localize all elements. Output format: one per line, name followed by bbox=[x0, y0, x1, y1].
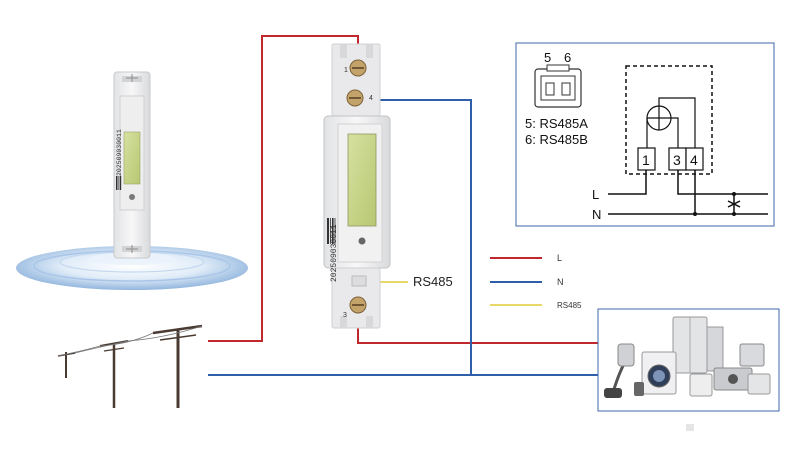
meter-lcd bbox=[347, 133, 377, 227]
schematic-panel: 5 6 5: RS485A 6: RS485B 1 3 4 bbox=[515, 42, 775, 227]
terminal-number-3: 3 bbox=[343, 312, 347, 319]
pin-legend-5: 5: RS485A bbox=[525, 116, 588, 131]
terminal-label-4: 4 bbox=[690, 152, 698, 168]
household-appliances-icon bbox=[604, 316, 771, 398]
small-meter-barcode bbox=[116, 176, 122, 190]
small-meter-serial: 202509030011 bbox=[116, 129, 123, 176]
terminal-label-3: 3 bbox=[673, 152, 681, 168]
line-label-l: L bbox=[592, 187, 599, 202]
main-meter-serial: 202509030011 bbox=[330, 224, 339, 282]
legend-label-n: N bbox=[557, 277, 564, 287]
line-label-n: N bbox=[592, 207, 601, 222]
screw-terminal-icon bbox=[346, 59, 367, 314]
rs485-connector-icon bbox=[534, 64, 582, 108]
small-mark bbox=[686, 424, 694, 431]
ct-sensor-icon bbox=[646, 97, 696, 152]
utility-pole-icon bbox=[57, 324, 203, 408]
terminal-block bbox=[637, 147, 704, 171]
legend-label-rs485: RS485 bbox=[557, 301, 582, 310]
terminal-number-1: 1 bbox=[344, 67, 348, 74]
small-meter bbox=[113, 71, 151, 259]
pin-legend-6: 6: RS485B bbox=[525, 132, 588, 147]
terminal-number-4: 4 bbox=[369, 95, 373, 102]
neutral-wires bbox=[208, 99, 600, 376]
legend-label-l: L bbox=[557, 253, 562, 263]
meter-led bbox=[358, 237, 366, 245]
pin-number-5: 5 bbox=[544, 50, 551, 65]
water-ripple-icon bbox=[16, 246, 248, 290]
wire-legend: L N RS485 bbox=[490, 253, 582, 310]
terminal-label-1: 1 bbox=[642, 152, 650, 168]
main-meter bbox=[323, 43, 391, 329]
main-meter-barcode bbox=[327, 218, 336, 244]
pin-number-6: 6 bbox=[564, 50, 571, 65]
rs485-label: RS485 bbox=[413, 274, 453, 289]
